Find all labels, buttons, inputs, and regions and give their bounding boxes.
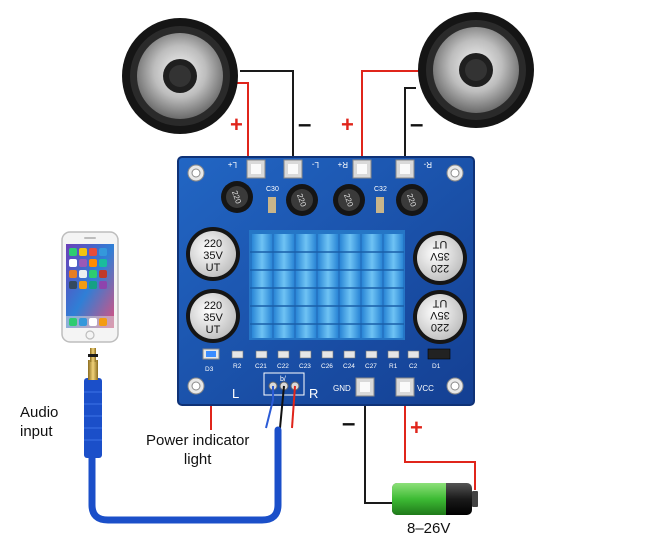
c27-label: C27 [365, 363, 377, 370]
cap-brand-line: UT [432, 238, 447, 250]
smartphone [61, 231, 119, 343]
smd-component-row [231, 348, 451, 360]
electrolytic-capacitor-top-left: 220 35V UT [186, 227, 240, 281]
audio-input-label-line-1: Audio [20, 404, 59, 421]
right-speaker [418, 12, 534, 128]
cap-brand-line: UT [206, 262, 221, 274]
c24-label: C24 [343, 363, 355, 370]
vcc-plus-sign: + [410, 415, 423, 440]
speaker-terminals [246, 159, 415, 179]
cap-value-line: 220 [204, 300, 222, 312]
vcc-terminal-label: VCC [417, 384, 434, 393]
c26-label: C26 [321, 363, 333, 370]
inductor-label: 220 [405, 192, 418, 208]
inductor-label: 220 [230, 189, 243, 205]
power-terminals [355, 377, 415, 397]
d1-label: D1 [432, 363, 441, 370]
right-speaker-black-wire [404, 87, 416, 162]
cap-voltage-line: 35V [203, 250, 223, 262]
electrolytic-capacitor-bottom-right: 220 35V UT [413, 290, 467, 344]
r-minus-terminal-label: R- [423, 160, 432, 169]
l-plus-terminal-label: L+ [228, 160, 237, 169]
heatsink [249, 230, 405, 340]
c2-label: C2 [409, 363, 418, 370]
power-indicator-label: Power indicator light [146, 431, 249, 469]
right-speaker-minus-sign: – [410, 111, 424, 138]
right-speaker-plus-sign: + [341, 112, 354, 137]
cap-value-line: 220 [431, 262, 449, 274]
c30-label: C30 [266, 186, 279, 193]
left-speaker [122, 18, 238, 134]
input-middle-label: b/ [280, 376, 286, 383]
r1-label: R1 [389, 363, 398, 370]
power-indicator-led [202, 348, 220, 360]
inductor-label: 220 [295, 192, 308, 208]
l-minus-terminal-label: L- [312, 160, 319, 169]
home-button-icon [85, 330, 95, 340]
audio-input-label-line-2: input [20, 423, 53, 440]
power-indicator-label-line-1: Power indicator [146, 432, 250, 449]
cap-value-line: 220 [204, 238, 222, 250]
audio-signal-wires [265, 385, 296, 429]
c22-label: C22 [277, 363, 289, 370]
gnd-black-wire [364, 392, 394, 504]
battery [392, 483, 478, 515]
cap-voltage-line: 35V [430, 309, 450, 321]
small-capacitors-top [268, 197, 384, 213]
amplifier-board: L+ L- R+ R- 220 220 220 220 C30 C32 [177, 156, 475, 406]
audio-cable [84, 348, 282, 524]
r-plus-terminal-label: R+ [337, 160, 348, 169]
right-speaker-red-wire [361, 70, 420, 162]
cap-voltage-line: 35V [203, 312, 223, 324]
gnd-terminal-label: GND [333, 384, 351, 393]
left-speaker-black-wire [240, 70, 294, 162]
battery-voltage-label: 8–26V [407, 520, 451, 537]
d3-label: D3 [205, 366, 214, 373]
audio-input-label: Audio input [20, 403, 58, 441]
left-speaker-plus-sign: + [230, 112, 243, 137]
mounting-holes [187, 164, 464, 395]
input-left-label: L [232, 386, 239, 401]
electrolytic-capacitor-bottom-left: 220 35V UT [186, 289, 240, 343]
cap-brand-line: UT [432, 297, 447, 309]
inductors: 220 220 220 220 [221, 181, 428, 216]
cap-value-line: 220 [431, 321, 449, 333]
r2-label: R2 [233, 363, 242, 370]
input-right-label: R [309, 386, 318, 401]
vcc-red-wire [404, 392, 476, 490]
left-speaker-minus-sign: – [298, 111, 312, 138]
app-icon-grid [66, 248, 114, 328]
electrolytic-capacitor-top-right: 220 35V UT [413, 231, 467, 285]
inductor-label: 220 [342, 192, 355, 208]
cap-brand-line: UT [206, 324, 221, 336]
power-indicator-label-line-2: light [183, 451, 212, 468]
cap-voltage-line: 35V [430, 250, 450, 262]
gnd-minus-sign: – [342, 410, 356, 437]
c32-label: C32 [374, 186, 387, 193]
c23-label: C23 [299, 363, 311, 370]
c21-label: C21 [255, 363, 267, 370]
